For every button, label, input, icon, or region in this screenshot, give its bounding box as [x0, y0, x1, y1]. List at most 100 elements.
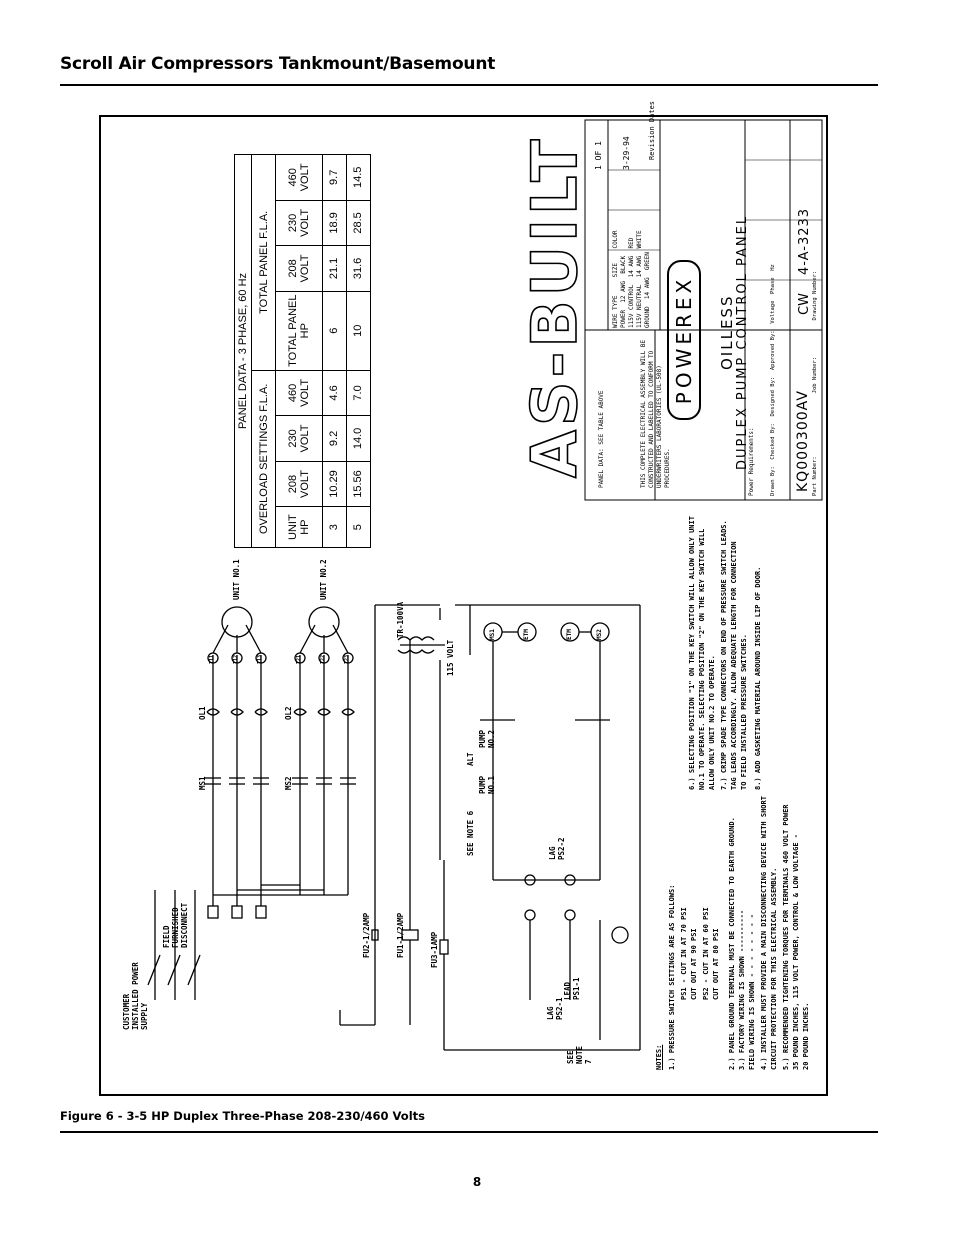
field-drawing-number: Drawing Number:	[812, 270, 818, 321]
overload-group-header: OVERLOAD SETTINGS F.L.A.	[251, 370, 276, 548]
title-fields-2: Part Number: Job Number: Drawing Number:	[812, 271, 818, 496]
etm2-label: ETM	[566, 629, 573, 640]
part-number: KQ000300AV	[795, 390, 811, 492]
unit2-label: UNIT NO.2	[319, 559, 328, 600]
v115-label: 115 VOLT	[446, 639, 455, 676]
table-cell: 21.1	[322, 245, 347, 292]
page-header: Scroll Air Compressors Tankmount/Basemou…	[60, 54, 496, 74]
table-cell: 10	[346, 291, 371, 371]
wire-col-color: COLOR	[612, 230, 619, 249]
wire-cell: RED	[628, 237, 635, 249]
field-approved-by: Approved By:	[770, 330, 776, 371]
wire-row: POWER 12 AWG BLACK	[620, 256, 627, 328]
wire-cell: 14 AWG	[644, 277, 651, 300]
lag-ps2-2-label: LAG PS2-2	[548, 837, 566, 860]
field-hz: Hz	[770, 264, 776, 271]
col-header: 230 VOLT	[275, 200, 323, 246]
revision-label: Revision Dates	[648, 100, 656, 160]
field-voltage: Voltage	[770, 300, 776, 324]
note-line: 1.) PRESSURE SWITCH SETTINGS ARE AS FOLL…	[668, 884, 676, 1070]
sheet-count: 1 OF 1	[594, 141, 603, 170]
t21-label: T21	[296, 654, 302, 664]
col-header: 230 VOLT	[275, 415, 323, 462]
page-number: 8	[472, 1175, 482, 1189]
field-designed-by: Designed By:	[770, 376, 776, 417]
col-header: 460 VOLT	[275, 154, 323, 201]
note-line: NO.1 TO OPERATE. SELECTING POSITION "2" …	[698, 528, 706, 790]
table-cell: 7.0	[346, 370, 371, 416]
wire-cell: 12 AWG	[620, 281, 627, 303]
table-cell: 9.7	[322, 154, 347, 201]
table-cell: 9.2	[322, 415, 347, 462]
drawing-number: 4-A-3233	[797, 207, 812, 275]
note-line: PS1 - CUT IN AT 70 PSI	[680, 907, 688, 1000]
table-cell: 14.0	[346, 415, 371, 462]
ms1-coil-label: MS1	[489, 629, 496, 640]
field-phase: Phase	[770, 277, 776, 294]
power-requirements: Power Requirements:	[748, 427, 755, 496]
table-cell: 4.6	[322, 370, 347, 416]
wire-cell: 115V NEUTRAL	[636, 284, 643, 328]
wire-cell: GREEN	[644, 252, 651, 271]
field-part-number: Part Number:	[812, 456, 818, 496]
note-line: PS2 - CUT IN AT 60 PSI	[702, 907, 710, 1000]
fu3-label: FU3-1AMP	[430, 931, 439, 968]
note-line: 8.) ADD GASKETING MATERIAL AROUND INSIDE…	[754, 566, 762, 790]
wire-row: 115V CONTROL 14 AWG RED	[628, 238, 635, 328]
brand-name: POWEREX	[672, 275, 696, 405]
panel-data-table: PANEL DATA - 3 PHASE, 60 Hz OVERLOAD SET…	[234, 154, 371, 548]
as-built-stamp: AS-BUILT	[517, 135, 592, 479]
job-number: CW	[797, 293, 812, 315]
lag-ps2-1-label: LAG PS2-1	[546, 997, 564, 1020]
wire-row: GROUND 14 AWG GREEN	[644, 252, 651, 328]
panel-data-note: PANEL DATA: SEE TABLE ABOVE	[598, 390, 605, 488]
wire-cell: BLACK	[620, 255, 627, 274]
wire-cell: 14 AWG	[628, 255, 635, 278]
table-cell: 14.5	[346, 154, 371, 201]
title-line-1: OILLESS	[718, 294, 736, 370]
note-line: 35 POUND INCHES, 115 VOLT POWER, CONTROL…	[792, 833, 800, 1070]
t13-label: T13	[257, 654, 263, 664]
note-line: 5.) RECOMMENDED TIGHTENING TORQUES FOR T…	[782, 804, 790, 1070]
table-cell: 15.56	[346, 461, 371, 507]
field-job-number: Job Number:	[812, 356, 818, 394]
wire-cell: GROUND	[644, 306, 651, 328]
fu2-label: FU2-1/2AMP	[362, 912, 371, 958]
powerex-logo: POWEREX	[667, 260, 701, 420]
pump1-label: PUMP NO.1	[478, 775, 496, 794]
panel-table-title: PANEL DATA - 3 PHASE, 60 Hz	[234, 154, 252, 548]
table-cell: 28.5	[346, 200, 371, 246]
ol1-label: OL1	[198, 706, 207, 720]
table-cell: 6	[322, 291, 347, 371]
note-line: 7.) CRIMP SPADE TYPE CONNECTORS ON END O…	[720, 520, 728, 790]
note-line: CUT OUT AT 80 PSI	[712, 928, 720, 1000]
wire-row: 115V NEUTRAL 14 AWG WHITE	[636, 230, 643, 328]
ms2-label: MS2	[284, 776, 293, 790]
table-cell: 31.6	[346, 245, 371, 292]
footer-rule	[60, 1131, 878, 1133]
note-line: ALLOW ONLY UNIT NO.2 TO OPERATE.	[708, 655, 716, 790]
t23-label: T23	[344, 654, 350, 664]
note-line: 3.) FACTORY WIRING IS SHOWN ----------	[738, 909, 746, 1070]
wire-cell: 14 AWG	[636, 255, 643, 278]
transformer-label: TR-100VA	[396, 601, 405, 638]
alt-label: ALT	[466, 752, 475, 766]
ms1-label: MS1	[198, 776, 207, 790]
see-note6-label: SEE NOTE 6	[466, 810, 475, 856]
wire-header: WIRE TYPE SIZE COLOR	[612, 230, 619, 328]
col-header: 208 VOLT	[275, 461, 323, 507]
col-header: TOTAL PANEL HP	[275, 291, 323, 371]
title-fields: Drawn By: Checked By: Designed By: Appro…	[770, 264, 776, 496]
notes-heading: NOTES:	[655, 1044, 663, 1070]
table-row: 3 10.29 9.2 4.6 6 21.1 18.9 9.7	[322, 154, 347, 548]
wire-cell: 115V CONTROL	[628, 284, 635, 328]
ol2-label: OL2	[284, 706, 293, 720]
fu1-label: FU1-1/2AMP	[396, 912, 405, 958]
supply-label: CUSTOMER INSTALLED POWER SUPPLY	[122, 962, 149, 1030]
note-line: FIELD WIRING IS SHOWN - - - - - - - -	[748, 914, 756, 1070]
table-cell: 18.9	[322, 200, 347, 246]
wire-cell: WHITE	[636, 230, 643, 249]
note-line: 4.) INSTALLER MUST PROVIDE A MAIN DISCON…	[760, 796, 768, 1070]
table-cell: 5	[346, 506, 371, 548]
